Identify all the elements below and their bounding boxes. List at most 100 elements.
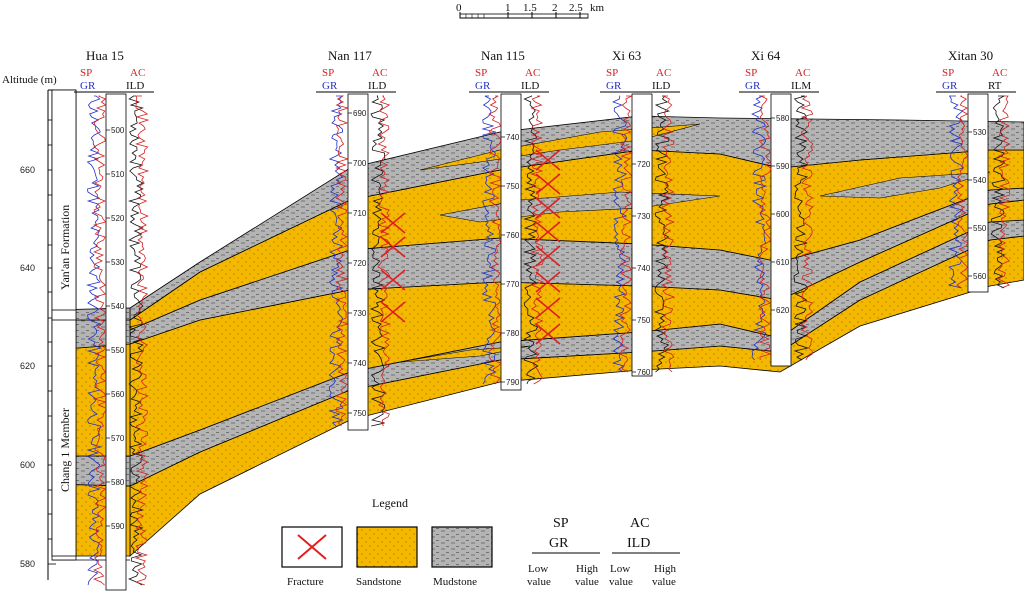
depth-tick-label: 690 bbox=[353, 109, 367, 118]
well-label-right-top: AC bbox=[130, 67, 145, 79]
depth-tick-label: 730 bbox=[353, 309, 367, 318]
legend-high-1a: High bbox=[576, 563, 599, 575]
well-label-left-top: SP bbox=[475, 67, 487, 79]
depth-tick-label: 550 bbox=[111, 346, 125, 355]
depth-tick-label: 720 bbox=[637, 160, 651, 169]
legend-high-2b: value bbox=[652, 576, 676, 588]
scale-tick-2: 2 bbox=[552, 2, 558, 14]
depth-tick-label: 790 bbox=[506, 378, 520, 387]
depth-track bbox=[105, 93, 127, 591]
sp-curve bbox=[334, 95, 350, 427]
scale-unit: km bbox=[590, 2, 605, 14]
well-name: Xitan 30 bbox=[948, 48, 993, 63]
well-label-right-bottom: ILD bbox=[521, 80, 539, 92]
legend-high-1b: value bbox=[575, 576, 599, 588]
depth-tick-label: 770 bbox=[506, 280, 520, 289]
fractures bbox=[380, 149, 561, 345]
ac-curve bbox=[800, 95, 814, 361]
ild-curve bbox=[369, 95, 387, 427]
altitude-label: Altitude (m) bbox=[2, 74, 57, 86]
well-label-right-top: AC bbox=[372, 67, 387, 79]
depth-track bbox=[631, 93, 653, 377]
depth-tick-label: 540 bbox=[111, 302, 125, 311]
well-label-right-bottom: ILD bbox=[126, 80, 144, 92]
legend-sp: SP bbox=[553, 516, 569, 531]
legend-ild: ILD bbox=[627, 536, 650, 551]
well-label-left-top: SP bbox=[606, 67, 618, 79]
depth-tick-label: 570 bbox=[111, 434, 125, 443]
ild-curve bbox=[523, 95, 539, 385]
depth-tick-label: 510 bbox=[111, 170, 125, 179]
depth-track bbox=[770, 93, 792, 367]
well-name: Nan 117 bbox=[328, 48, 372, 63]
well-label-left-bottom: GR bbox=[80, 80, 96, 92]
altitude-tick-640: 640 bbox=[20, 263, 35, 273]
depth-tick-label: 620 bbox=[776, 306, 790, 315]
depth-tick-label: 750 bbox=[506, 182, 520, 191]
well-name: Hua 15 bbox=[86, 48, 124, 63]
fracture-mark bbox=[535, 149, 561, 171]
well-label-left-bottom: GR bbox=[942, 80, 958, 92]
gr-curve bbox=[480, 95, 497, 385]
fracture-mark bbox=[380, 301, 406, 323]
altitude-tick-600: 600 bbox=[20, 460, 35, 470]
ac-curve bbox=[997, 95, 1011, 289]
gr-curve bbox=[947, 95, 964, 289]
altitude-tick-660: 660 bbox=[20, 165, 35, 175]
depth-tick-label: 590 bbox=[776, 162, 790, 171]
legend-low-1b: value bbox=[527, 576, 551, 588]
legend-gr: GR bbox=[549, 536, 569, 551]
well-label-right-bottom: ILD bbox=[368, 80, 386, 92]
well-name: Nan 115 bbox=[481, 48, 525, 63]
sp-curve bbox=[955, 95, 969, 289]
fracture-mark bbox=[535, 197, 561, 219]
depth-tick-label: 550 bbox=[973, 224, 987, 233]
fracture-mark bbox=[535, 297, 561, 319]
depth-track bbox=[967, 93, 989, 293]
strata bbox=[51, 115, 1024, 561]
legend: Legend Fracture Sandstone Mudstone SP GR… bbox=[281, 496, 680, 588]
well-label-left-top: SP bbox=[745, 67, 757, 79]
depth-tick-label: 750 bbox=[637, 316, 651, 325]
legend-ac: AC bbox=[630, 516, 649, 531]
fracture-mark bbox=[535, 221, 561, 243]
depth-tick-label: 580 bbox=[776, 114, 790, 123]
ild-curve bbox=[990, 95, 1006, 289]
depth-tick-label: 560 bbox=[973, 272, 987, 281]
depth-tick-label: 760 bbox=[637, 368, 651, 377]
depth-tick-label: 750 bbox=[353, 409, 367, 418]
sp-curve bbox=[488, 95, 503, 385]
well-1: Hua 15SPGRACILD5005105205305405505605705… bbox=[74, 48, 154, 591]
legend-mudstone-swatch bbox=[431, 526, 493, 568]
scale-tick-2-5: 2.5 bbox=[569, 2, 583, 14]
fracture-mark bbox=[535, 323, 561, 345]
legend-mudstone-label: Mudstone bbox=[433, 576, 477, 588]
depth-tick-label: 730 bbox=[637, 212, 651, 221]
depth-tick-label: 700 bbox=[353, 159, 367, 168]
scale-tick-1: 1 bbox=[505, 2, 511, 14]
well-label-left-top: SP bbox=[942, 67, 954, 79]
ac-curve bbox=[376, 95, 392, 427]
mudstone-lens-2 bbox=[819, 171, 991, 199]
ac-curve bbox=[660, 95, 676, 373]
depth-tick-label: 740 bbox=[353, 359, 367, 368]
depth-tick-label: 780 bbox=[506, 329, 520, 338]
gr-curve bbox=[751, 95, 768, 361]
sp-curve bbox=[618, 95, 634, 373]
depth-tick-label: 760 bbox=[506, 231, 520, 240]
legend-title: Legend bbox=[372, 496, 408, 510]
depth-tick-label: 710 bbox=[353, 209, 367, 218]
well-label-left-bottom: GR bbox=[606, 80, 622, 92]
scale-tick-1-5: 1.5 bbox=[523, 2, 537, 14]
formation-chang1: Chang 1 Member bbox=[58, 408, 72, 492]
ild-curve bbox=[793, 95, 810, 361]
legend-low-2a: Low bbox=[610, 563, 630, 575]
well-label-right-bottom: RT bbox=[988, 80, 1002, 92]
depth-tick-label: 530 bbox=[973, 128, 987, 137]
well-label-left-top: SP bbox=[322, 67, 334, 79]
